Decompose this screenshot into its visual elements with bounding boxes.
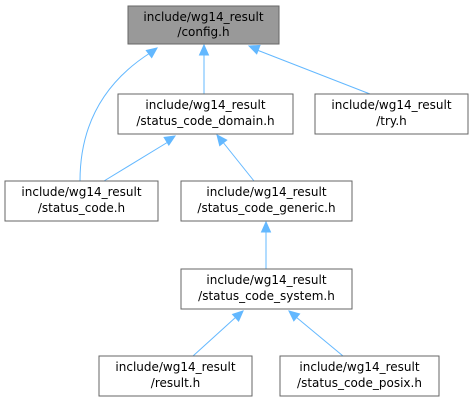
node-status-code-posix-line2: /status_code_posix.h — [297, 376, 422, 390]
edge-result-to-status_code_system — [192, 316, 237, 357]
node-try-line1: include/wg14_result — [331, 98, 451, 112]
edges-layer — [79, 43, 371, 357]
node-status-code-generic-line1: include/wg14_result — [206, 185, 326, 199]
node-result[interactable]: include/wg14_result /result.h — [98, 355, 253, 397]
node-status-code-line2: /status_code.h — [38, 201, 125, 215]
node-try-line2: /try.h — [376, 114, 407, 128]
node-config-line1: include/wg14_result — [143, 10, 263, 24]
node-status-code-domain-line1: include/wg14_result — [145, 98, 265, 112]
node-status-code-posix-line1: include/wg14_result — [299, 360, 419, 374]
node-status-code-system-line1: include/wg14_result — [206, 273, 326, 287]
node-status-code-domain-line2: /status_code_domain.h — [136, 114, 274, 128]
edge-status_code_generic-to-status_code_domain — [221, 140, 255, 182]
node-status-code-system-line2: /status_code_system.h — [198, 289, 335, 303]
arrowhead-status_code_domain-to-config — [198, 43, 210, 56]
node-status-code-line1: include/wg14_result — [21, 185, 141, 199]
arrowhead-status_code_generic-to-status_code_domain — [216, 134, 228, 147]
node-status-code-generic-line2: /status_code_generic.h — [197, 201, 335, 215]
arrowhead-result-to-status_code_system — [231, 310, 244, 322]
edge-status_code-to-config — [79, 52, 151, 182]
arrowhead-status_code-to-config — [145, 47, 158, 59]
arrowhead-try-to-config — [247, 44, 261, 55]
node-config[interactable]: include/wg14_result /config.h — [127, 5, 280, 45]
node-status-code-generic[interactable]: include/wg14_result /status_code_generic… — [180, 180, 353, 222]
node-config-line2: /config.h — [177, 25, 229, 39]
edge-status_code-to-status_code_domain — [103, 141, 169, 182]
node-try[interactable]: include/wg14_result /try.h — [314, 93, 469, 135]
node-result-line1: include/wg14_result — [115, 360, 235, 374]
node-status-code-domain[interactable]: include/wg14_result /status_code_domain.… — [117, 93, 294, 135]
arrowhead-status_code_posix-to-status_code_system — [288, 310, 301, 322]
edge-status_code_posix-to-status_code_system — [295, 316, 344, 357]
node-status-code-posix[interactable]: include/wg14_result /status_code_posix.h — [279, 355, 440, 397]
node-status-code-system[interactable]: include/wg14_result /status_code_system.… — [180, 268, 353, 310]
arrowhead-status_code_system-to-status_code_generic — [260, 220, 272, 233]
node-status-code[interactable]: include/wg14_result /status_code.h — [4, 180, 159, 222]
node-result-line2: /result.h — [151, 376, 200, 390]
edge-try-to-config — [256, 49, 371, 95]
arrowhead-status_code-to-status_code_domain — [163, 135, 177, 146]
